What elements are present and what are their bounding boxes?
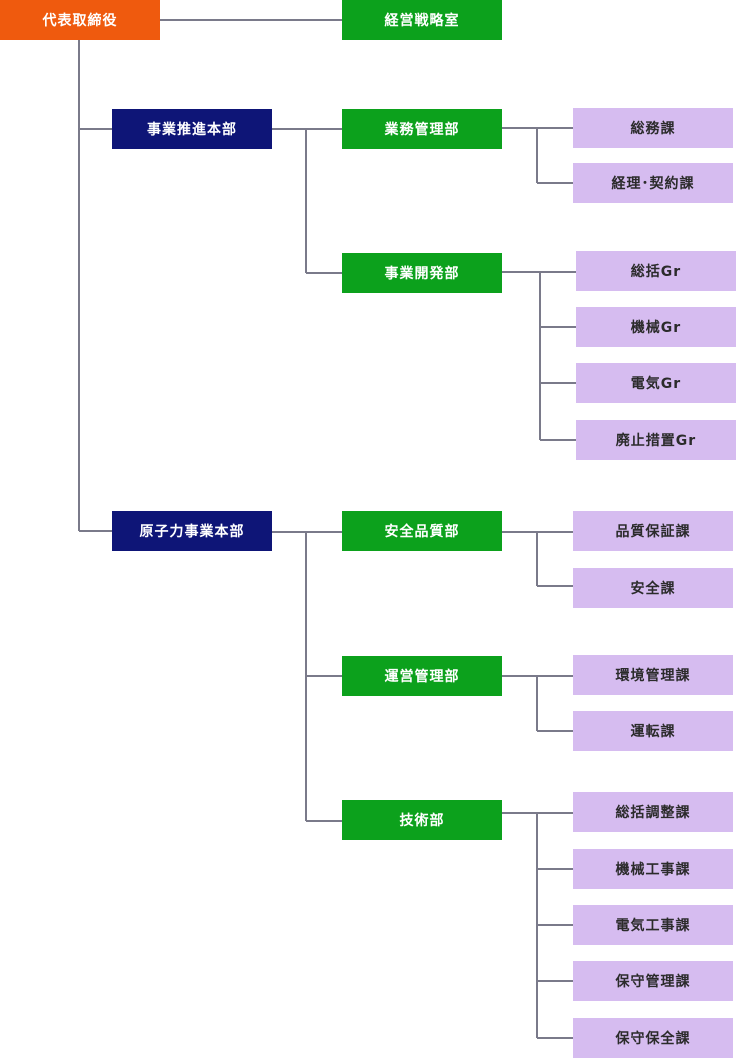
section-environment-management: 環境管理課 xyxy=(573,655,733,695)
group-mechanical: 機械Gr xyxy=(576,307,736,347)
section-maintenance-management: 保守管理課 xyxy=(573,961,733,1001)
ceo-box: 代表取締役 xyxy=(0,0,160,40)
division-business-promotion: 事業推進本部 xyxy=(112,109,272,149)
group-electrical: 電気Gr xyxy=(576,363,736,403)
group-general: 総括Gr xyxy=(576,251,736,291)
section-general-affairs: 総務課 xyxy=(573,108,733,148)
dept-technical: 技術部 xyxy=(342,800,502,840)
section-electrical-works: 電気工事課 xyxy=(573,905,733,945)
dept-safety-quality: 安全品質部 xyxy=(342,511,502,551)
section-operations: 運転課 xyxy=(573,711,733,751)
strategy-office-box: 経営戦略室 xyxy=(342,0,502,40)
section-maintenance-preservation: 保守保全課 xyxy=(573,1018,733,1058)
section-accounting-contracts: 経理･契約課 xyxy=(573,163,733,203)
dept-operations-management: 運営管理部 xyxy=(342,656,502,696)
section-general-coordination: 総括調整課 xyxy=(573,792,733,832)
section-safety: 安全課 xyxy=(573,568,733,608)
section-mechanical-works: 機械工事課 xyxy=(573,849,733,889)
dept-business-admin: 業務管理部 xyxy=(342,109,502,149)
group-decommissioning: 廃止措置Gr xyxy=(576,420,736,460)
section-quality-assurance: 品質保証課 xyxy=(573,511,733,551)
dept-business-development: 事業開発部 xyxy=(342,253,502,293)
division-nuclear: 原子力事業本部 xyxy=(112,511,272,551)
